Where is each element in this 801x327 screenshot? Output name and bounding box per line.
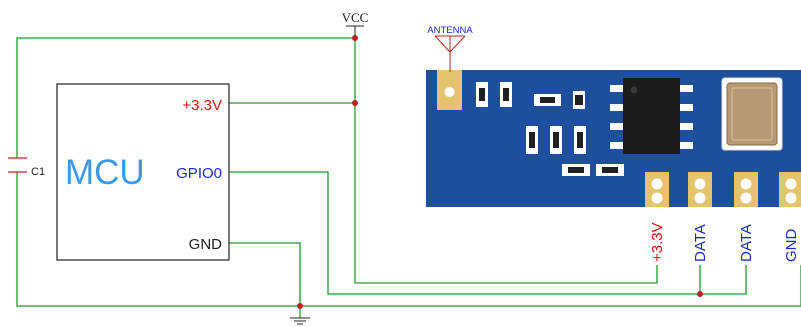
mcu-block [56, 83, 230, 261]
smd-resistor [534, 94, 561, 106]
module-pin-vcc-label: +3.3V [649, 222, 666, 262]
smd-resistor [562, 164, 590, 176]
wire-gnd-bottom [16, 172, 801, 307]
mcu-label: MCU [65, 153, 145, 192]
capacitor-label: C1 [31, 166, 45, 178]
smd-resistor [476, 82, 488, 107]
smd-resistor [574, 126, 586, 154]
header-pin-1 [645, 172, 669, 207]
junction-dot [352, 100, 358, 106]
junction-dot [352, 35, 358, 41]
junction-dot [297, 303, 303, 309]
vcc-symbol [346, 25, 364, 36]
header-pin-4 [779, 172, 801, 207]
module-pin-data1-label: DATA [692, 224, 709, 262]
smd-resistor [596, 164, 624, 176]
module-pin-data2-label: DATA [738, 224, 755, 262]
antenna-label: ANTENNA [427, 25, 473, 36]
smd-capacitor [573, 91, 585, 109]
wires [16, 37, 801, 318]
smd-resistor [526, 126, 538, 154]
header-pin-3 [734, 172, 758, 207]
wire-mcu-gnd [229, 242, 301, 306]
junction-dot [697, 291, 703, 297]
smd-resistor [500, 82, 512, 107]
header-pin-2 [688, 172, 712, 207]
vcc-label: VCC [342, 10, 369, 25]
ic-chip [610, 78, 693, 154]
crystal-oscillator [721, 77, 783, 151]
mcu-pin-vcc: +3.3V [182, 97, 222, 114]
module-pin-gnd-label: GND [783, 229, 800, 263]
wire-vcc-top [16, 37, 355, 158]
antenna-symbol [434, 35, 466, 72]
ground-symbol [290, 317, 310, 325]
smd-resistor [550, 126, 562, 154]
wire-vcc-module [354, 38, 658, 284]
mcu-pin-gnd: GND [189, 236, 223, 253]
antenna-pad-hole [444, 87, 455, 97]
junctions [297, 35, 703, 309]
capacitor-c1 [8, 157, 27, 173]
mcu-pin-gpio: GPIO0 [176, 165, 222, 182]
wire-gpio-data [229, 171, 747, 295]
rf-module [426, 70, 801, 207]
